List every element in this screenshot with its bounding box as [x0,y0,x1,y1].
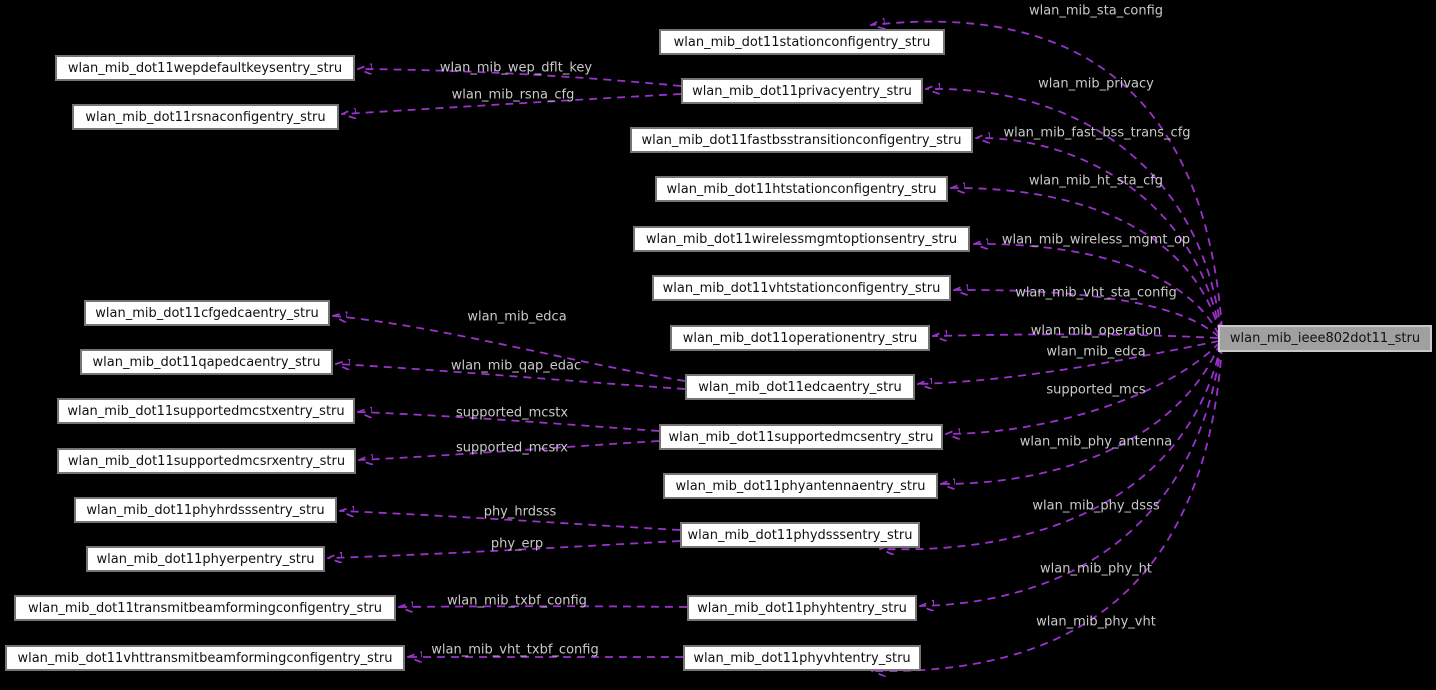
edge-label-wireless-mgmt-op: wlan_mib_wireless_mgmt_op [1001,232,1191,248]
edge-label-ht-sta-cfg: wlan_mib_ht_sta_cfg [1028,173,1164,189]
node-phyhrdsssentry[interactable]: wlan_mib_dot11phyhrdsssentry_stru [74,497,337,523]
edge-operation [934,334,1219,338]
edge-txbf-config [400,606,688,607]
edge-label-txbf-config: wlan_mib_txbf_config [447,593,587,609]
edge-label-vht-sta-config: wlan_mib_vht_sta_config [1015,285,1177,301]
edge-label-vht-txbf-config: wlan_mib_vht_txbf_config [431,642,599,658]
edge-wep-dflt-key [359,69,682,87]
node-cfgedcaentry[interactable]: wlan_mib_dot11cfgedcaentry_stru [84,300,330,326]
node-phyantennaentry[interactable]: wlan_mib_dot11phyantennaentry_stru [663,473,938,499]
edge-phy-erp [329,540,681,558]
edge-label-operation: wlan_mib_operation [1030,323,1162,339]
edge-label-phy-antenna: wlan_mib_phy_antenna [1019,434,1173,450]
edge-sta-config [872,22,1223,330]
node-htstationconfigentry[interactable]: wlan_mib_dot11htstationconfigentry_stru [655,176,948,202]
node-supportedmcsentry[interactable]: wlan_mib_dot11supportedmcsentry_stru [659,424,943,450]
edge-privacy [927,89,1222,332]
node-vhttransmitbeamformingconfigentry[interactable]: wlan_mib_dot11vhttransmitbeamformingconf… [5,645,405,671]
edge-label-phy-dsss: wlan_mib_phy_dsss [1032,498,1160,514]
edge-edca-left [334,316,686,382]
edge-label-edca: wlan_mib_edca [1046,344,1146,360]
edge-label-privacy: wlan_mib_privacy [1038,76,1154,92]
node-privacyentry[interactable]: wlan_mib_dot11privacyentry_stru [681,78,923,104]
edge-label-phy-hrdsss: phy_hrdsss [483,504,557,520]
node-supportedmcsrxentry[interactable]: wlan_mib_dot11supportedmcsrxentry_stru [57,448,356,474]
node-phyvhtentry[interactable]: wlan_mib_dot11phyvhtentry_stru [683,645,921,671]
edge-qap-edac [337,364,686,390]
node-edcaentry[interactable]: wlan_mib_dot11edcaentry_stru [685,374,915,400]
edge-label-fast-bss-trans-cfg: wlan_mib_fast_bss_trans_cfg [1003,125,1191,141]
edge-label-phy-ht: wlan_mib_phy_ht [1040,561,1152,577]
node-operationentry[interactable]: wlan_mib_dot11operationentry_stru [670,325,930,351]
node-vhtstationconfigentry[interactable]: wlan_mib_dot11vhtstationconfigentry_stru [652,275,951,301]
edge-label-phy-erp: phy_erp [490,536,544,552]
edge-label-wep-dflt-key: wlan_mib_wep_dflt_key [439,60,593,76]
edge-label-supported-mcsrx: supported_mcsrx [456,440,568,456]
edge-label-rsna-cfg: wlan_mib_rsna_cfg [451,87,575,103]
edge-wireless-mgmt-op [975,244,1220,336]
node-rsnaconfigentry[interactable]: wlan_mib_dot11rsnaconfigentry_stru [72,104,339,130]
edge-label-supported-mcstx: supported_mcstx [455,405,569,421]
node-wepdefaultkeysentry[interactable]: wlan_mib_dot11wepdefaultkeysentry_stru [55,55,355,81]
edge-vht-sta-config [955,290,1220,338]
node-phyhtentry[interactable]: wlan_mib_dot11phyhtentry_stru [687,595,917,621]
node-supportedmcstxentry[interactable]: wlan_mib_dot11supportedmcstxentry_stru [57,398,355,424]
edge-phy-vht [873,345,1223,671]
edge-rsna-cfg [343,93,682,114]
edge-phy-hrdsss [341,511,681,531]
edge-label-qap-edac: wlan_mib_qap_edac [450,358,582,374]
edge-label-phy-vht: wlan_mib_phy_vht [1036,614,1156,630]
node-fastbsstransitionconfigentry[interactable]: wlan_mib_dot11fastbsstransitionconfigent… [630,127,973,153]
node-transmitbeamformingconfigentry[interactable]: wlan_mib_dot11transmitbeamformingconfige… [14,595,396,621]
node-ieee802dot11-main: wlan_mib_ieee802dot11_stru [1218,325,1432,352]
node-qapedcaentry[interactable]: wlan_mib_dot11qapedcaentry_stru [80,349,333,375]
edge-fast-bss-trans-cfg [977,138,1221,333]
edge-label-supported-mcs: supported_mcs [1046,382,1146,398]
node-stationconfigentry[interactable]: wlan_mib_dot11stationconfigentry_stru [659,29,945,55]
edge-label-sta-config: wlan_mib_sta_config [1028,3,1164,19]
node-phyerpentry[interactable]: wlan_mib_dot11phyerpentry_stru [86,546,325,572]
edge-supported-mcs [947,341,1221,434]
node-phydsssentry[interactable]: wlan_mib_dot11phydsssentry_stru [680,522,920,548]
node-wirelessmgmtoptionsentry[interactable]: wlan_mib_dot11wirelessmgmtoptionsentry_s… [633,226,970,252]
edge-phy-antenna [942,342,1221,484]
edge-label-edca-left: wlan_mib_edca [467,309,567,325]
